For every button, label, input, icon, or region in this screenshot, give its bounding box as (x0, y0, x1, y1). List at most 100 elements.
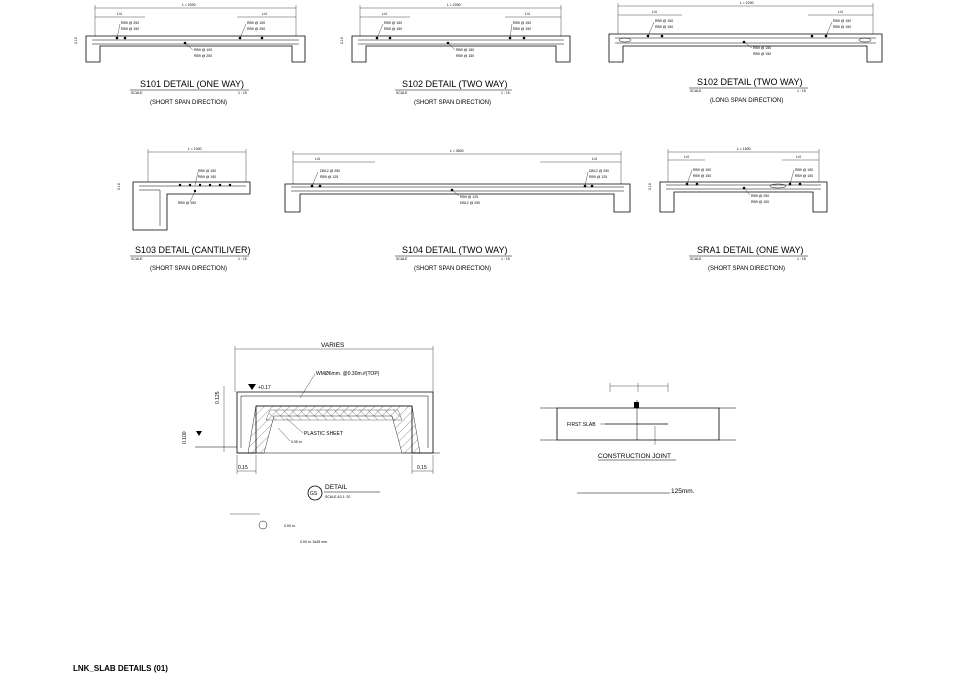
quarter-span-right: L/4 (796, 155, 801, 159)
scale-label: SCALE (131, 91, 143, 95)
scale-value: 1 : 15 (501, 91, 510, 95)
rebar-label: RB9 @ 150 (456, 54, 474, 58)
scale-value: 1 : 15 (501, 257, 510, 261)
rebar-label: DB12 @ 250 (460, 201, 480, 205)
span-direction: (SHORT SPAN DIRECTION) (150, 266, 227, 272)
rebar-label: RB9 @ 250 (121, 21, 139, 25)
gs-note: 0.00 m. (284, 524, 296, 528)
quarter-span-left: L/4 (684, 155, 689, 159)
quarter-span-left: L/4 (652, 10, 657, 14)
detail-title: DETAIL (325, 484, 348, 491)
scale-value: 1 : 15 (797, 89, 806, 93)
span-dimension: L = 2000 (447, 3, 461, 7)
varies-dimension: VARIES (321, 342, 345, 349)
rebar-label: RB9 @ 150 (456, 48, 474, 52)
rebar-label: RB9 @ 150 (753, 46, 771, 50)
span-dimension: L = 2200 (740, 1, 754, 5)
rebar-label: RB9 @ 150 (833, 25, 851, 29)
rebar-label: RB9 @ 150 (655, 19, 673, 23)
rebar-label: RB9 @ 150 (198, 169, 216, 173)
scale-label: SCALE (131, 257, 143, 261)
slab-thickness: 0.10 (74, 37, 78, 44)
rebar-label: RB9 @ 150 (247, 21, 265, 25)
detail-title: CONSTRUCTION JOINT (598, 453, 671, 460)
detail-scale: SCALE A3 1: 20 (325, 495, 350, 499)
span-direction: (SHORT SPAN DIRECTION) (150, 100, 227, 106)
quarter-span-right: L/4 (525, 12, 530, 16)
first-slab-label: FIRST SLAB (567, 422, 596, 428)
span-dimension: L = 1000 (188, 147, 202, 151)
thickness-dimension: 0.125 (215, 391, 221, 404)
detail-s101: L = 2000 L/4 L/4 RB9 @ 250 RB9 @ 150 RB9… (74, 3, 306, 106)
detail-bubble: GS (310, 491, 318, 497)
rebar-label: RB9 @ 150 (513, 27, 531, 31)
rebar-label: RB9 @ 250 (194, 54, 212, 58)
rebar-label: RB9 @ 150 (693, 174, 711, 178)
span-direction: (SHORT SPAN DIRECTION) (708, 266, 785, 272)
quarter-span-left: L/4 (117, 12, 122, 16)
slab-thickness: 0.10 (340, 37, 344, 44)
scale-label: SCALE (690, 257, 702, 261)
detail-title: S102 DETAIL (TWO WAY) (402, 79, 508, 89)
detail-title: S104 DETAIL (TWO WAY) (402, 245, 508, 255)
scale-label: SCALE (396, 91, 408, 95)
thickness-dimension: 0.100 (182, 431, 188, 444)
span-dimension: L = 3600 (450, 149, 464, 153)
leg-dimension: 0.15 (417, 465, 427, 471)
span-dimension: L = 1600 (737, 147, 751, 151)
rebar-label: RB9 @ 150 (655, 25, 673, 29)
rebar-label: DB12 @ 250 (320, 169, 340, 173)
rebar-label: RB9 @ 150 (753, 52, 771, 56)
span-dimension: L = 2000 (182, 3, 196, 7)
rebar-label: RB9 @ 250 (247, 27, 265, 31)
span-direction: (LONG SPAN DIRECTION) (710, 98, 783, 104)
rebar-label: RB9 @ 150 (795, 168, 813, 172)
rebar-label: RB9 @ 150 (121, 27, 139, 31)
detail-title: S103 DETAIL (CANTILIVER) (135, 245, 251, 255)
scale-label: SCALE (690, 89, 702, 93)
wire-mesh-note: WMØ6mm. @0.30m.#(TOP) (316, 371, 380, 377)
rebar-label: RB9 @ 150 (795, 174, 813, 178)
quarter-span-left: L/4 (315, 157, 320, 161)
rebar-label: RB9 @ 150 (693, 168, 711, 172)
leg-dimension: 0.15 (238, 465, 248, 471)
slab-thickness: 0.10 (648, 183, 652, 190)
scale-value: 1 : 15 (238, 257, 247, 261)
detail-s104: L = 3600 L/4 L/4 DB12 @ 250 RB9 @ 125 DB… (284, 149, 631, 272)
slab-thickness: 0.10 (117, 183, 121, 190)
gs-note: 0.00 m. 5x25 mm. (300, 540, 328, 544)
detail-title: SRA1 DETAIL (ONE WAY) (697, 245, 804, 255)
detail-s102-short: L = 2000 L/4 L/4 RB9 @ 150 RB9 @ 150 RB9… (340, 3, 571, 106)
plastic-sheet-note: PLASTIC SHEET (304, 431, 343, 437)
rebar-label: RB9 @ 150 (198, 175, 216, 179)
sand-note: 0.05 m. (291, 440, 303, 444)
quarter-span-left: L/4 (382, 12, 387, 16)
sheet-name: LNK_SLAB DETAILS (01) (73, 664, 168, 673)
span-direction: (SHORT SPAN DIRECTION) (414, 100, 491, 106)
rebar-label: RB9 @ 150 (178, 201, 196, 205)
scale-value: 1 : 15 (238, 91, 247, 95)
joint-note: 125mm. (671, 488, 695, 495)
rebar-label: RB9 @ 150 (751, 200, 769, 204)
detail-s102-long: L = 2200 L/4 L/4 RB9 @ 150 RB9 @ 150 RB9… (608, 1, 883, 104)
rebar-label: RB9 @ 125 (320, 175, 338, 179)
quarter-span-right: L/4 (838, 10, 843, 14)
rebar-label: RB9 @ 100 (194, 48, 212, 52)
span-direction: (SHORT SPAN DIRECTION) (414, 266, 491, 272)
rebar-label: RB9 @ 150 (384, 21, 402, 25)
scale-label: SCALE (396, 257, 408, 261)
rebar-label: RB9 @ 150 (513, 21, 531, 25)
detail-sra1: L = 1600 L/4 L/4 RB9 @ 150 RB9 @ 150 RB9… (648, 147, 828, 272)
detail-title: S101 DETAIL (ONE WAY) (140, 79, 244, 89)
level-mark: +0.17 (258, 385, 271, 391)
rebar-label: RB9 @ 150 (384, 27, 402, 31)
detail-s103: L = 1000 RB9 @ 150 RB9 @ 150 RB9 @ 150 0… (117, 147, 251, 272)
quarter-span-right: L/4 (592, 157, 597, 161)
scale-value: 1 : 15 (797, 257, 806, 261)
rebar-label: RB9 @ 125 (460, 195, 478, 199)
quarter-span-right: L/4 (262, 12, 267, 16)
detail-gs: VARIES +0.17 WMØ6mm. @0.30m.#(TOP) PLAST… (182, 342, 440, 544)
rebar-label: DB12 @ 250 (589, 169, 609, 173)
